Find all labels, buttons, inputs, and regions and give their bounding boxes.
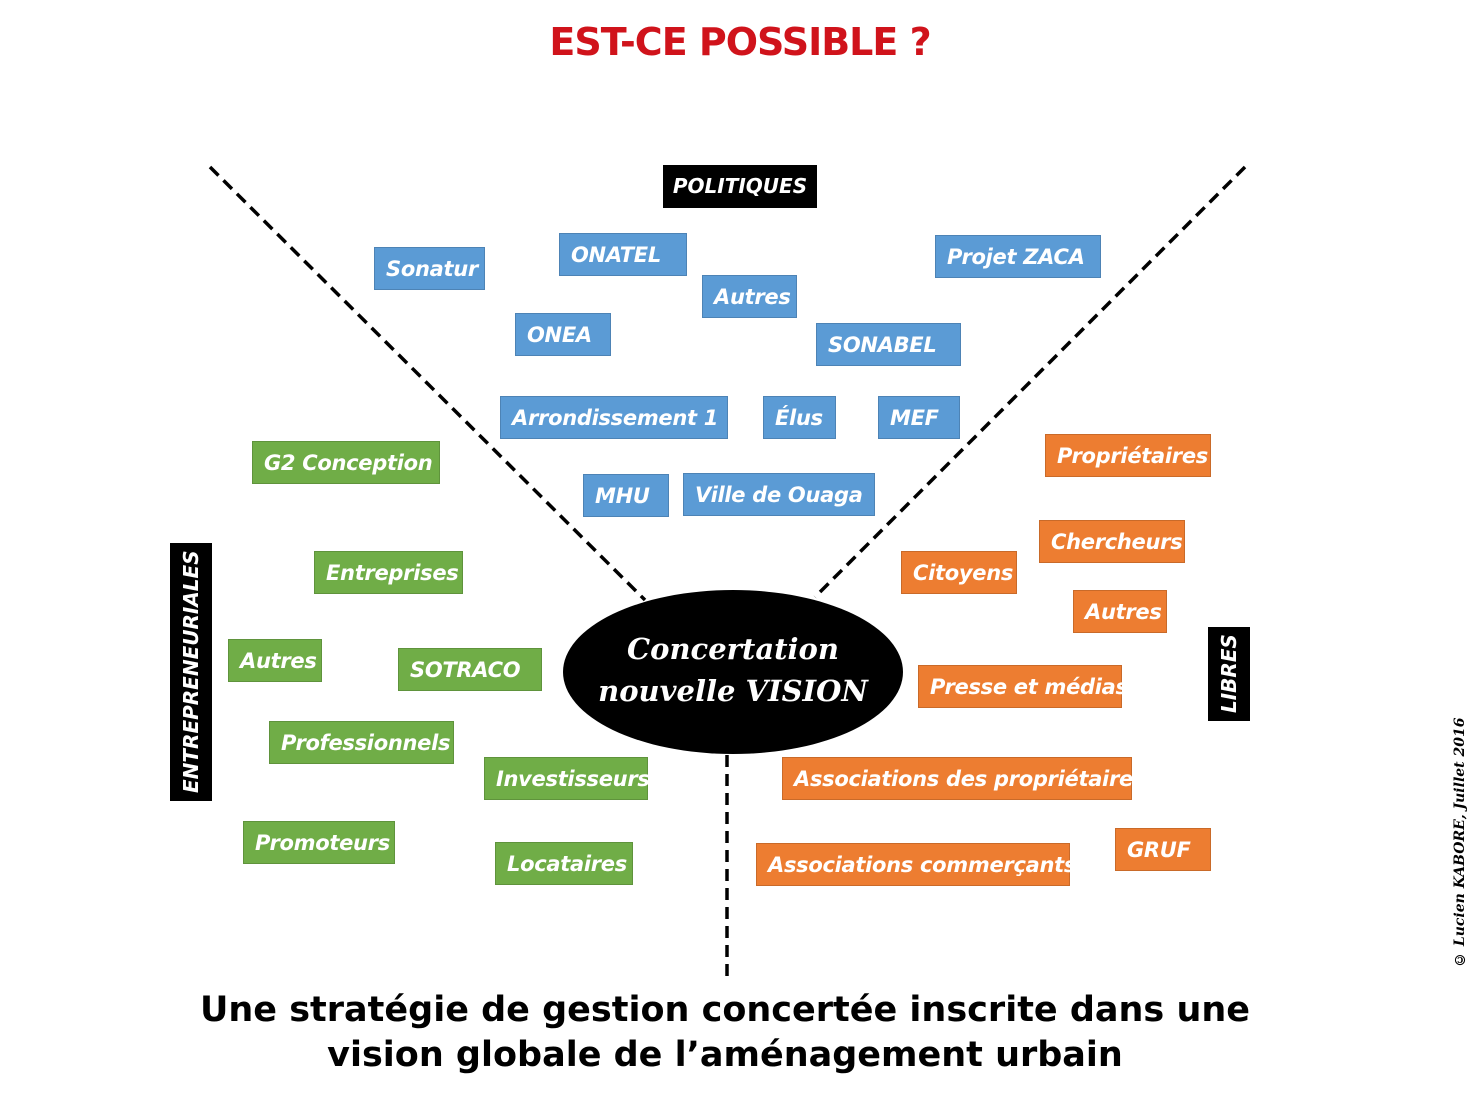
actor-politiques: ONEA: [515, 313, 611, 356]
actor-entrepreneuriales: Investisseurs: [484, 757, 650, 800]
actor-entrepreneuriales: SOTRACO: [398, 648, 542, 691]
actor-politiques: Arrondissement 1: [500, 396, 728, 439]
actor-libres: Associations commerçants: [756, 843, 1076, 886]
category-libres: LIBRES: [1208, 627, 1250, 721]
copyright: © Lucien KABORE, Juillet 2016: [1452, 717, 1468, 968]
actor-politiques: Ville de Ouaga: [683, 473, 875, 516]
center-ellipse: [563, 590, 903, 754]
actor-politiques: SONABEL: [816, 323, 961, 366]
actor-entrepreneuriales: Professionnels: [269, 721, 454, 764]
actor-entrepreneuriales: Promoteurs: [243, 821, 395, 864]
category-politiques: POLITIQUES: [663, 165, 817, 208]
actor-politiques: Projet ZACA: [935, 235, 1101, 278]
actor-entrepreneuriales: G2 Conception: [252, 441, 440, 484]
actor-entrepreneuriales: Locataires: [495, 842, 633, 885]
slide-title: EST-CE POSSIBLE ?: [549, 20, 931, 64]
center-label: Concertation nouvelle VISION: [563, 628, 903, 712]
center-line-2: nouvelle VISION: [598, 674, 868, 708]
actor-libres: Chercheurs: [1039, 520, 1185, 563]
center-line-1: Concertation: [627, 632, 839, 666]
actor-libres: Propriétaires: [1045, 434, 1211, 477]
actor-politiques: Élus: [763, 396, 836, 439]
conclusion: Une stratégie de gestion concertée inscr…: [0, 988, 1450, 1078]
actor-politiques: Autres: [702, 275, 797, 318]
actor-entrepreneuriales: Autres: [228, 639, 322, 682]
actor-libres: Autres: [1073, 590, 1167, 633]
actor-politiques: MHU: [583, 474, 669, 517]
actor-politiques: MEF: [878, 396, 960, 439]
actor-libres: GRUF: [1115, 828, 1211, 871]
actor-libres: Citoyens: [901, 551, 1017, 594]
actor-libres: Presse et médias: [918, 665, 1128, 708]
right-dashed-line: [813, 165, 1247, 599]
conclusion-line-2: vision globale de l’aménagement urbain: [327, 1035, 1123, 1075]
left-dashed-line: [208, 165, 647, 602]
actor-entrepreneuriales: Entreprises: [314, 551, 463, 594]
conclusion-line-1: Une stratégie de gestion concertée inscr…: [199, 990, 1251, 1030]
actor-politiques: ONATEL: [559, 233, 687, 276]
actor-libres: Associations des propriétaires: [782, 757, 1145, 800]
actor-politiques: Sonatur: [374, 247, 485, 290]
category-entrepreneuriales: ENTREPRENEURIALES: [170, 543, 212, 801]
